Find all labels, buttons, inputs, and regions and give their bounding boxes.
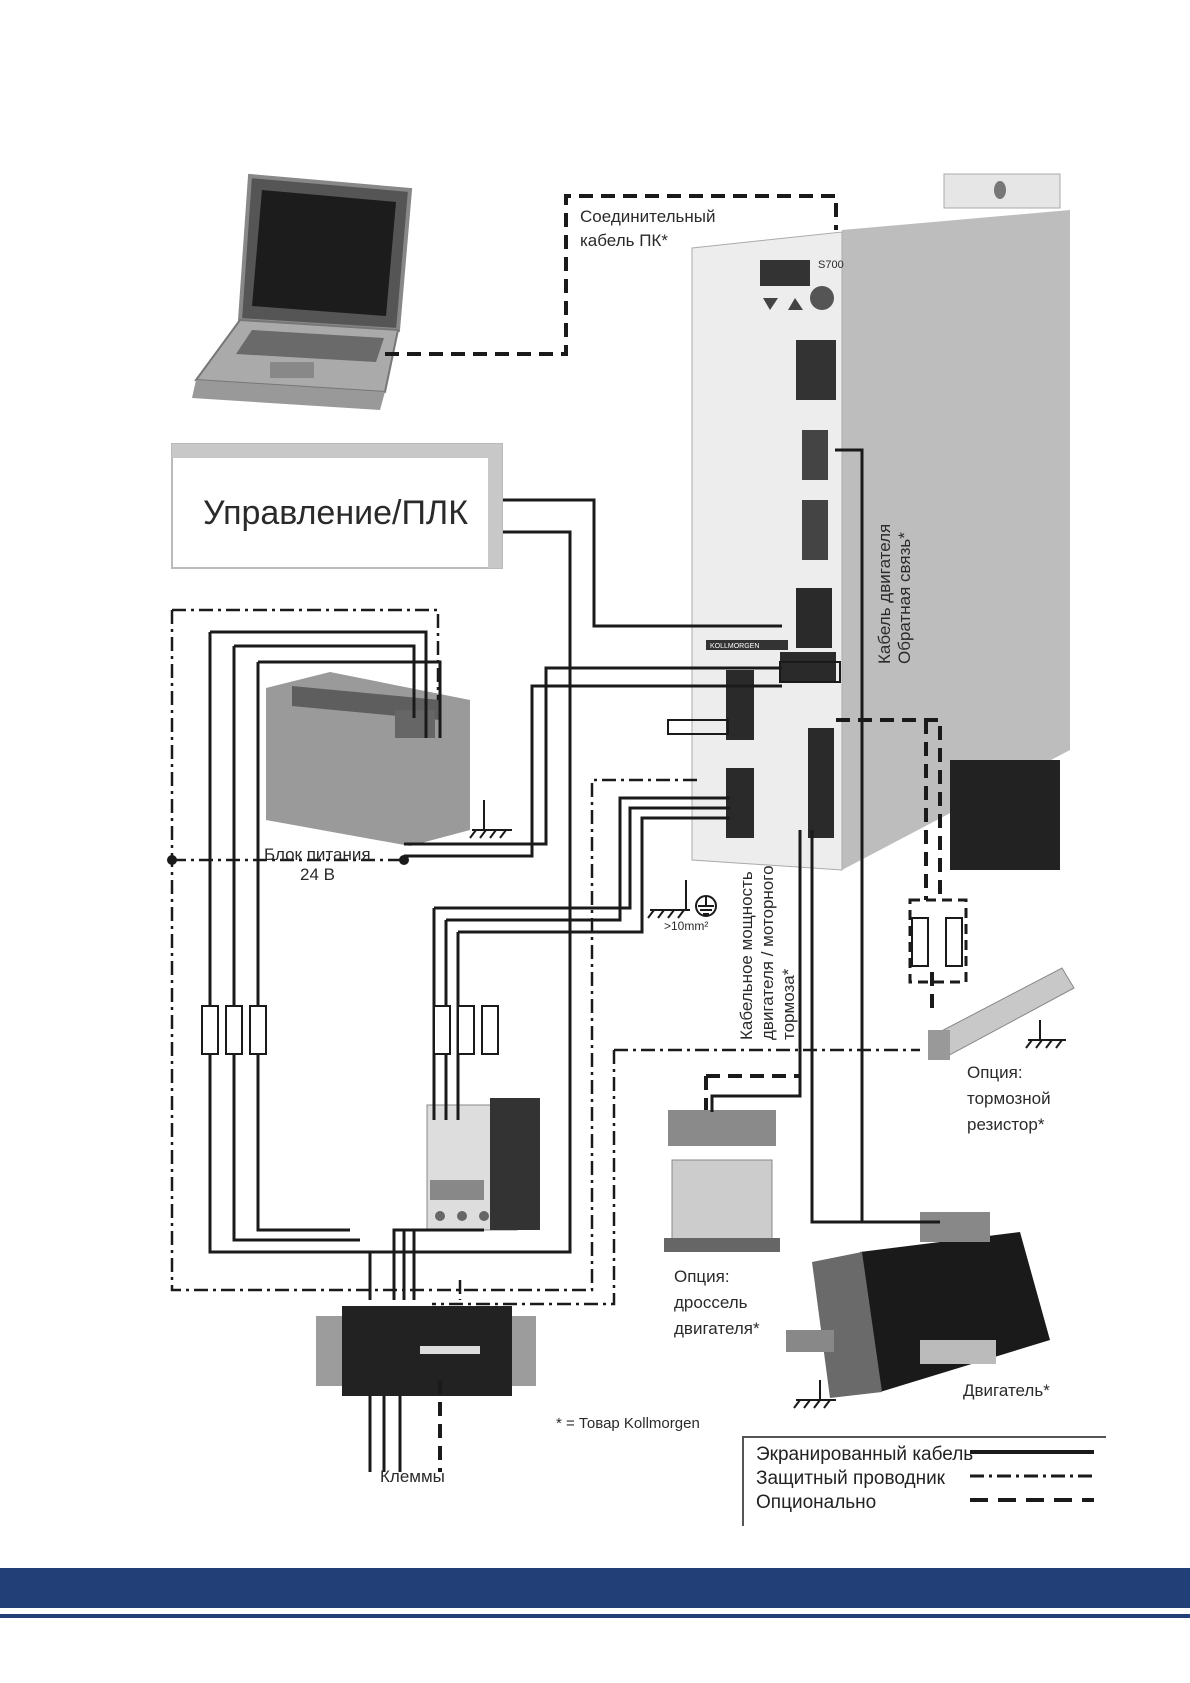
junction-dot: [399, 855, 409, 865]
pc-cable-label-1: Соединительный: [580, 207, 715, 226]
psu-label-2: 24 В: [300, 865, 335, 884]
feedback-cable-label-2: Обратная связь*: [895, 532, 914, 664]
ground-size-label: >10mm²: [664, 919, 708, 933]
footer-line: [0, 1614, 1190, 1618]
brake-resistor-label-3: резистор*: [967, 1115, 1045, 1134]
protective-conductors: [170, 608, 920, 1306]
contactor-image: [426, 1098, 540, 1231]
shielded-cables: [208, 448, 940, 1472]
brand-label: KOLLMORGEN: [710, 643, 759, 650]
pc-cable-label-2: кабель ПК*: [580, 231, 668, 250]
legend: Экранированный кабель Защитный проводник…: [742, 1436, 1106, 1526]
motor-label: Двигатель*: [963, 1381, 1050, 1400]
plc-box: Управление/ПЛК: [171, 443, 503, 569]
ground-icon: [469, 800, 1066, 1409]
legend-samples: [970, 1450, 1094, 1502]
laptop-image: [192, 173, 413, 410]
psu-label-1: Блок питания: [264, 845, 371, 864]
motor-image: [786, 1212, 1050, 1398]
servo-drive-image: S700 KOLLMORGEN: [691, 173, 1070, 871]
kollmorgen-note: * = Товар Kollmorgen: [556, 1415, 700, 1432]
terminals-label: Клеммы: [380, 1467, 445, 1486]
legend-item-protective: Защитный проводник: [756, 1468, 945, 1489]
psu-image: [266, 672, 470, 846]
choke-label-1: Опция:: [674, 1267, 730, 1286]
footer-band: [0, 1568, 1190, 1608]
plc-label: Управление/ПЛК: [203, 494, 468, 532]
legend-item-optional: Опционально: [756, 1492, 877, 1513]
bridge-links: [667, 661, 841, 735]
power-cable-label-3: тормоза*: [779, 968, 798, 1040]
junction-dot: [167, 855, 177, 865]
choke-label-2: дроссель: [674, 1293, 748, 1312]
choke-label-3: двигателя*: [674, 1319, 760, 1338]
feedback-cable-label-1: Кабель двигателя: [875, 524, 894, 664]
fuses: [201, 898, 968, 1055]
legend-item-shielded: Экранированный кабель: [756, 1444, 974, 1465]
optional-cables: [385, 194, 942, 1472]
brake-resistor-label-1: Опция:: [967, 1063, 1023, 1082]
brake-resistor-image: [928, 967, 1075, 1060]
terminals-image: [316, 1306, 536, 1396]
drive-model-label: S700: [818, 259, 844, 271]
power-cable-label-2: двигателя / моторного: [758, 865, 777, 1040]
power-cable-label-1: Кабельное мощность: [737, 871, 756, 1040]
choke-image: [664, 1110, 780, 1252]
brake-resistor-label-2: тормозной: [967, 1089, 1051, 1108]
